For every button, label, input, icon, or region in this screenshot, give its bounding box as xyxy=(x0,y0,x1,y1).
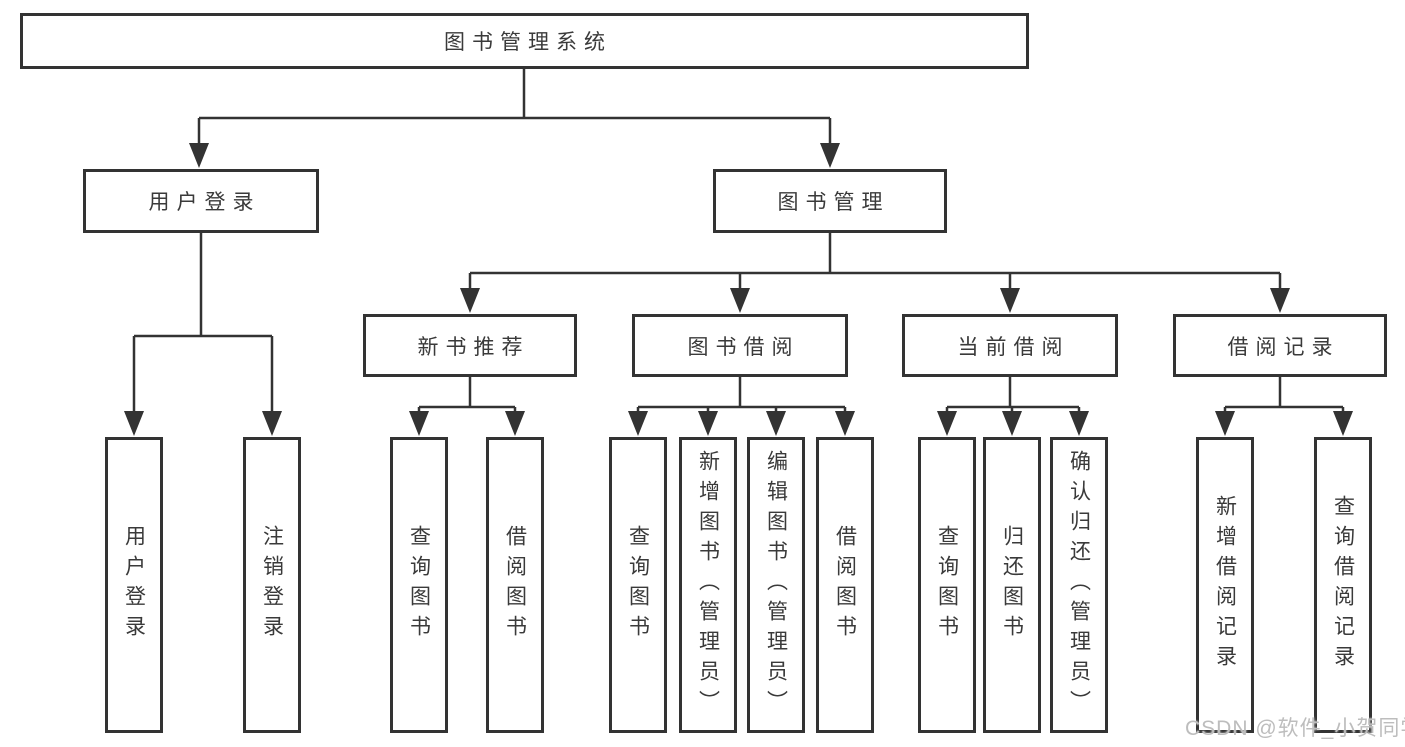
leaf-confirm-return-admin: 确认归还（管理员） xyxy=(1050,437,1108,733)
node-root-label: 图书管理系统 xyxy=(444,31,612,54)
leaf-add-borrow-record-label: 新增借阅记录 xyxy=(1213,495,1237,675)
leaf-edit-books-admin: 编辑图书（管理员） xyxy=(747,437,805,733)
node-user-login: 用户登录 xyxy=(83,169,319,233)
node-user-login-label: 用户登录 xyxy=(148,191,261,214)
leaf-add-books-admin-label: 新增图书（管理员） xyxy=(696,450,720,720)
leaf-query-books-borrowing: 查询图书 xyxy=(609,437,667,733)
leaf-borrow-books-recommend: 借阅图书 xyxy=(486,437,544,733)
node-new-book-recommendation-label: 新书推荐 xyxy=(417,335,530,359)
leaf-return-books: 归还图书 xyxy=(983,437,1041,733)
leaf-add-books-admin: 新增图书（管理员） xyxy=(679,437,737,733)
node-book-management-label: 图书管理 xyxy=(777,191,890,214)
leaf-return-books-label: 归还图书 xyxy=(1000,525,1024,645)
node-current-borrowing-label: 当前借阅 xyxy=(957,335,1070,359)
node-current-borrowing: 当前借阅 xyxy=(902,314,1118,377)
leaf-query-books-recommend: 查询图书 xyxy=(390,437,448,733)
node-new-book-recommendation: 新书推荐 xyxy=(363,314,577,377)
leaf-borrow-books-recommend-label: 借阅图书 xyxy=(503,525,527,645)
node-book-borrowing: 图书借阅 xyxy=(632,314,848,377)
leaf-logout-login: 注销登录 xyxy=(243,437,301,733)
node-book-borrowing-label: 图书借阅 xyxy=(687,335,800,359)
leaf-query-books-borrowing-label: 查询图书 xyxy=(626,525,650,645)
csdn-watermark: CSDN @软件_小贺同学 xyxy=(1185,717,1405,740)
leaf-query-books-current-label: 查询图书 xyxy=(935,525,959,645)
leaf-user-login-label: 用户登录 xyxy=(122,525,146,645)
leaf-confirm-return-admin-label: 确认归还（管理员） xyxy=(1067,450,1091,720)
leaf-borrow-books-borrowing-label: 借阅图书 xyxy=(833,525,857,645)
leaf-query-books-current: 查询图书 xyxy=(918,437,976,733)
leaf-logout-login-label: 注销登录 xyxy=(260,525,284,645)
node-borrow-records-label: 借阅记录 xyxy=(1227,335,1340,359)
leaf-borrow-books-borrowing: 借阅图书 xyxy=(816,437,874,733)
leaf-user-login: 用户登录 xyxy=(105,437,163,733)
leaf-query-books-recommend-label: 查询图书 xyxy=(407,525,431,645)
leaf-query-borrow-record-label: 查询借阅记录 xyxy=(1331,495,1355,675)
leaf-query-borrow-record: 查询借阅记录 xyxy=(1314,437,1372,733)
leaf-edit-books-admin-label: 编辑图书（管理员） xyxy=(764,450,788,720)
node-book-management: 图书管理 xyxy=(713,169,947,233)
leaf-add-borrow-record: 新增借阅记录 xyxy=(1196,437,1254,733)
node-root: 图书管理系统 xyxy=(20,13,1029,69)
node-borrow-records: 借阅记录 xyxy=(1173,314,1387,377)
